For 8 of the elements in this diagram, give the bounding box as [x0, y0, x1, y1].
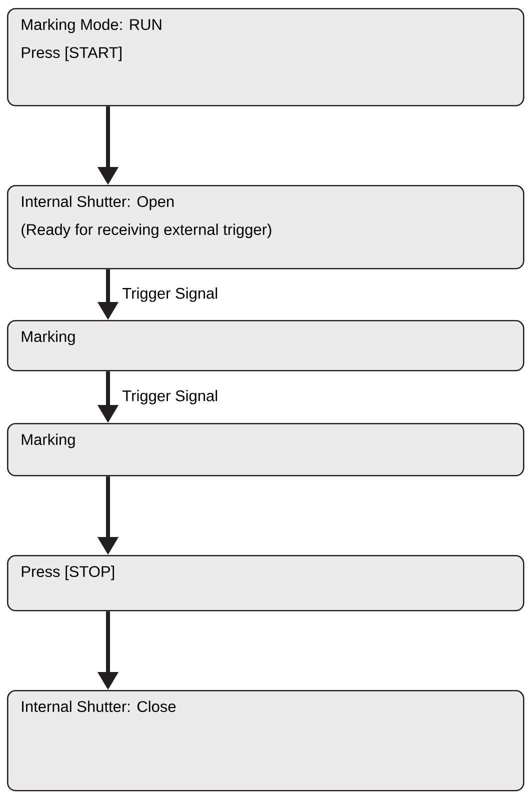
process-box: Marking Mode: RUN Press [START]: [7, 8, 524, 106]
process-box: Internal Shutter: Close: [7, 690, 524, 792]
process-box: Internal Shutter: Open (Ready for receiving external trigger): [7, 185, 524, 270]
edge-label: Trigger Signal: [121, 388, 220, 406]
process-box: Press [STOP]: [7, 555, 524, 612]
process-box: Marking: [7, 320, 524, 372]
process-box: Marking: [7, 423, 524, 476]
edge-label: Trigger Signal: [121, 286, 220, 303]
